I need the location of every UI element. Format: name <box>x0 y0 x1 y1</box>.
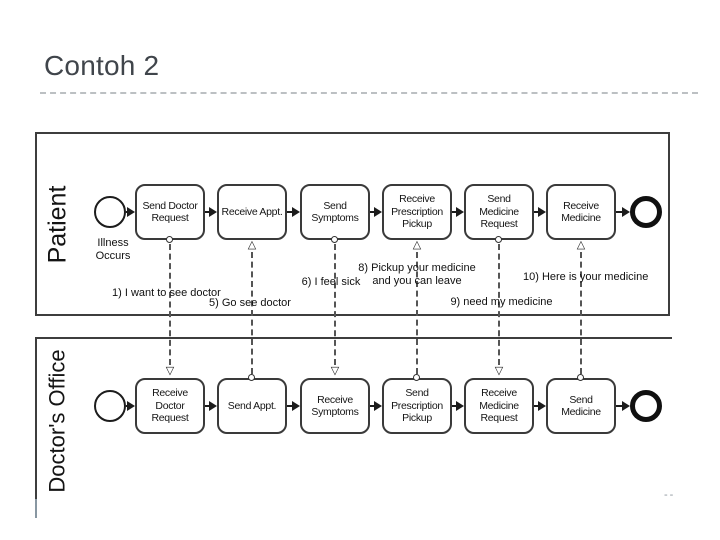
pool-office-left-border-tail <box>35 499 37 518</box>
message-label-9: 9) need my medicine <box>450 296 553 308</box>
page-title: Contoh 2 <box>44 50 160 81</box>
task-receive-prescription-pickup: Receive Prescription Pickup <box>382 184 452 240</box>
sequence-arrow <box>370 401 382 411</box>
start-event-office <box>94 390 126 422</box>
message-flow-line <box>580 252 582 374</box>
pool-label-doctors-office: Doctor's Office <box>36 337 80 505</box>
sequence-arrow <box>287 207 300 217</box>
task-receive-doctor-request: Receive Doctor Request <box>135 378 205 434</box>
task-send-prescription-pickup: Send Prescription Pickup <box>382 378 452 434</box>
pool-label-doctors-office-text: Doctor's Office <box>45 349 71 493</box>
message-source-dot <box>413 374 420 381</box>
message-label-6: 6) I feel sick <box>301 276 361 288</box>
sequence-arrow <box>452 207 464 217</box>
message-target-arrow-up-icon: △ <box>247 239 257 251</box>
message-target-arrow-down-icon: ▽ <box>330 365 340 377</box>
message-label-5: 5) Go see doctor <box>209 297 291 309</box>
message-target-arrow-up-icon: △ <box>576 239 586 251</box>
sequence-arrow <box>452 401 464 411</box>
start-event-patient <box>94 196 126 228</box>
page-number-dashes: -- <box>664 489 676 501</box>
message-label-10: 10) Here is your medicine <box>523 271 649 283</box>
message-flow-line <box>334 244 336 365</box>
task-send-appt: Send Appt. <box>217 378 287 434</box>
message-flow-line <box>416 252 418 374</box>
task-send-symptoms: Send Symptoms <box>300 184 370 240</box>
message-source-dot <box>248 374 255 381</box>
task-receive-symptoms: Receive Symptoms <box>300 378 370 434</box>
start-event-label-patient: Illness Occurs <box>95 237 131 263</box>
task-send-medicine-request: Send Medicine Request <box>464 184 534 240</box>
sequence-arrow <box>205 401 217 411</box>
sequence-arrow <box>287 401 300 411</box>
sequence-arrow <box>616 207 630 217</box>
message-flow-line <box>169 244 171 365</box>
message-target-arrow-up-icon: △ <box>412 239 422 251</box>
sequence-arrow <box>126 401 135 411</box>
end-event-patient <box>630 196 662 228</box>
sequence-arrow <box>616 401 630 411</box>
sequence-arrow <box>205 207 217 217</box>
message-source-dot <box>577 374 584 381</box>
message-target-arrow-down-icon: ▽ <box>494 365 504 377</box>
task-receive-medicine-request: Receive Medicine Request <box>464 378 534 434</box>
sequence-arrow <box>534 401 546 411</box>
message-flow-line <box>498 244 500 365</box>
message-target-arrow-down-icon: ▽ <box>165 365 175 377</box>
pool-label-patient: Patient <box>36 132 80 316</box>
task-receive-medicine: Receive Medicine <box>546 184 616 240</box>
message-label-1: 1) I want to see doctor <box>112 287 221 299</box>
message-source-dot <box>495 236 502 243</box>
title-divider <box>40 92 698 94</box>
pool-label-patient-text: Patient <box>43 185 72 263</box>
sequence-arrow <box>534 207 546 217</box>
end-event-office <box>630 390 662 422</box>
task-send-doctor-request: Send Doctor Request <box>135 184 205 240</box>
task-receive-appt: Receive Appt. <box>217 184 287 240</box>
message-flow-line <box>251 252 253 374</box>
task-send-medicine: Send Medicine <box>546 378 616 434</box>
sequence-arrow <box>126 207 135 217</box>
message-label-8: 8) Pickup your medicine and you can leav… <box>358 262 476 288</box>
sequence-arrow <box>370 207 382 217</box>
pool-doctors-office <box>35 337 672 518</box>
message-source-dot <box>166 236 173 243</box>
message-source-dot <box>331 236 338 243</box>
